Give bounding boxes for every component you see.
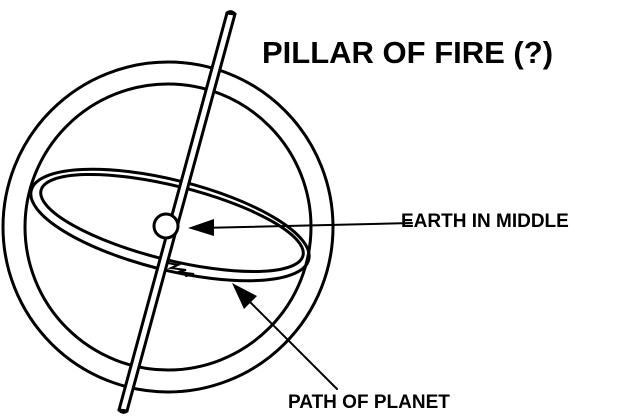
- path-of-planet-label: PATH OF PLANET: [288, 393, 450, 412]
- earth-circle: [154, 214, 178, 238]
- earth-arrowhead: [188, 219, 214, 236]
- pillar-rod: [119, 13, 235, 411]
- earth-in-middle-label: EARTH IN MIDDLE: [401, 212, 569, 231]
- earth-arrow-line: [200, 223, 412, 228]
- path-arrow-line: [242, 294, 337, 389]
- pillar-of-fire-label: PILLAR OF FIRE (?): [262, 37, 553, 68]
